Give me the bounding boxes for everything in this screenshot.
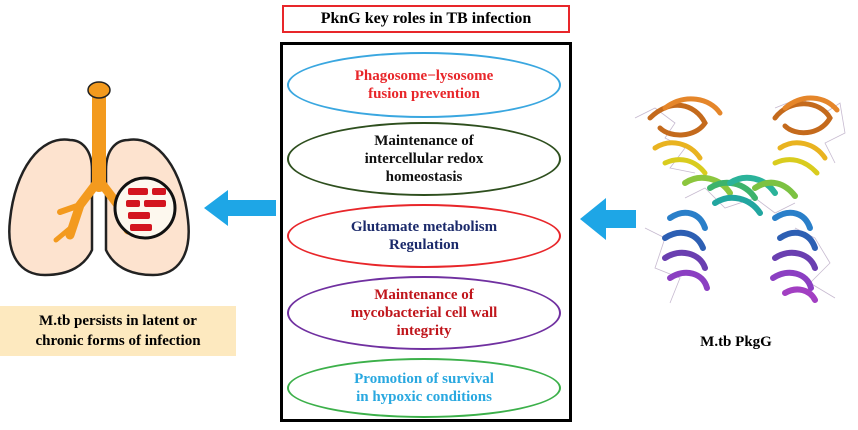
larynx bbox=[87, 81, 111, 99]
role-4-line-1: Maintenance of bbox=[374, 287, 474, 303]
infected-lungs-illustration bbox=[8, 81, 190, 277]
role-ellipse-4: Maintenance of mycobacterial cell wall i… bbox=[287, 276, 561, 350]
role-2-line-3: homeostasis bbox=[385, 169, 463, 185]
role-3-line-1: Glutamate metabolism bbox=[350, 219, 498, 235]
role-4-line-3: integrity bbox=[396, 323, 452, 339]
left-caption-line-2: chronic forms of infection bbox=[35, 333, 201, 349]
left-arrow-icon bbox=[204, 190, 276, 226]
role-1-line-2: fusion prevention bbox=[368, 86, 480, 102]
role-2-line-1: Maintenance of bbox=[374, 133, 474, 149]
diagram-title: PknG key roles in TB infection bbox=[282, 5, 570, 33]
pkng-protein-structure-image bbox=[634, 95, 846, 304]
role-2-line-2: intercellular redox bbox=[364, 151, 484, 167]
left-caption-line-1: M.tb persists in latent or bbox=[39, 313, 197, 329]
right-side-arrow-icon bbox=[580, 198, 636, 240]
role-5-line-2: in hypoxic conditions bbox=[356, 389, 492, 405]
role-ellipse-5: Promotion of survival in hypoxic conditi… bbox=[287, 358, 561, 418]
role-3-line-2: Regulation bbox=[388, 237, 459, 253]
role-ellipse-3: Glutamate metabolism Regulation bbox=[287, 204, 561, 268]
roles-box bbox=[280, 42, 572, 422]
role-ellipse-2: Maintenance of intercellular redox homeo… bbox=[287, 122, 561, 196]
role-1-line-1: Phagosome−lysosome bbox=[354, 68, 494, 84]
role-5-line-1: Promotion of survival bbox=[354, 371, 494, 387]
protein-caption: M.tb PkgG bbox=[700, 334, 772, 350]
role-4-line-2: mycobacterial cell wall bbox=[350, 305, 498, 321]
left-lung bbox=[8, 138, 94, 277]
bacteria-cluster bbox=[126, 188, 166, 231]
role-ellipse-1: Phagosome−lysosome fusion prevention bbox=[287, 52, 561, 118]
latent-infection-caption: M.tb persists in latent or chronic forms… bbox=[0, 306, 236, 356]
